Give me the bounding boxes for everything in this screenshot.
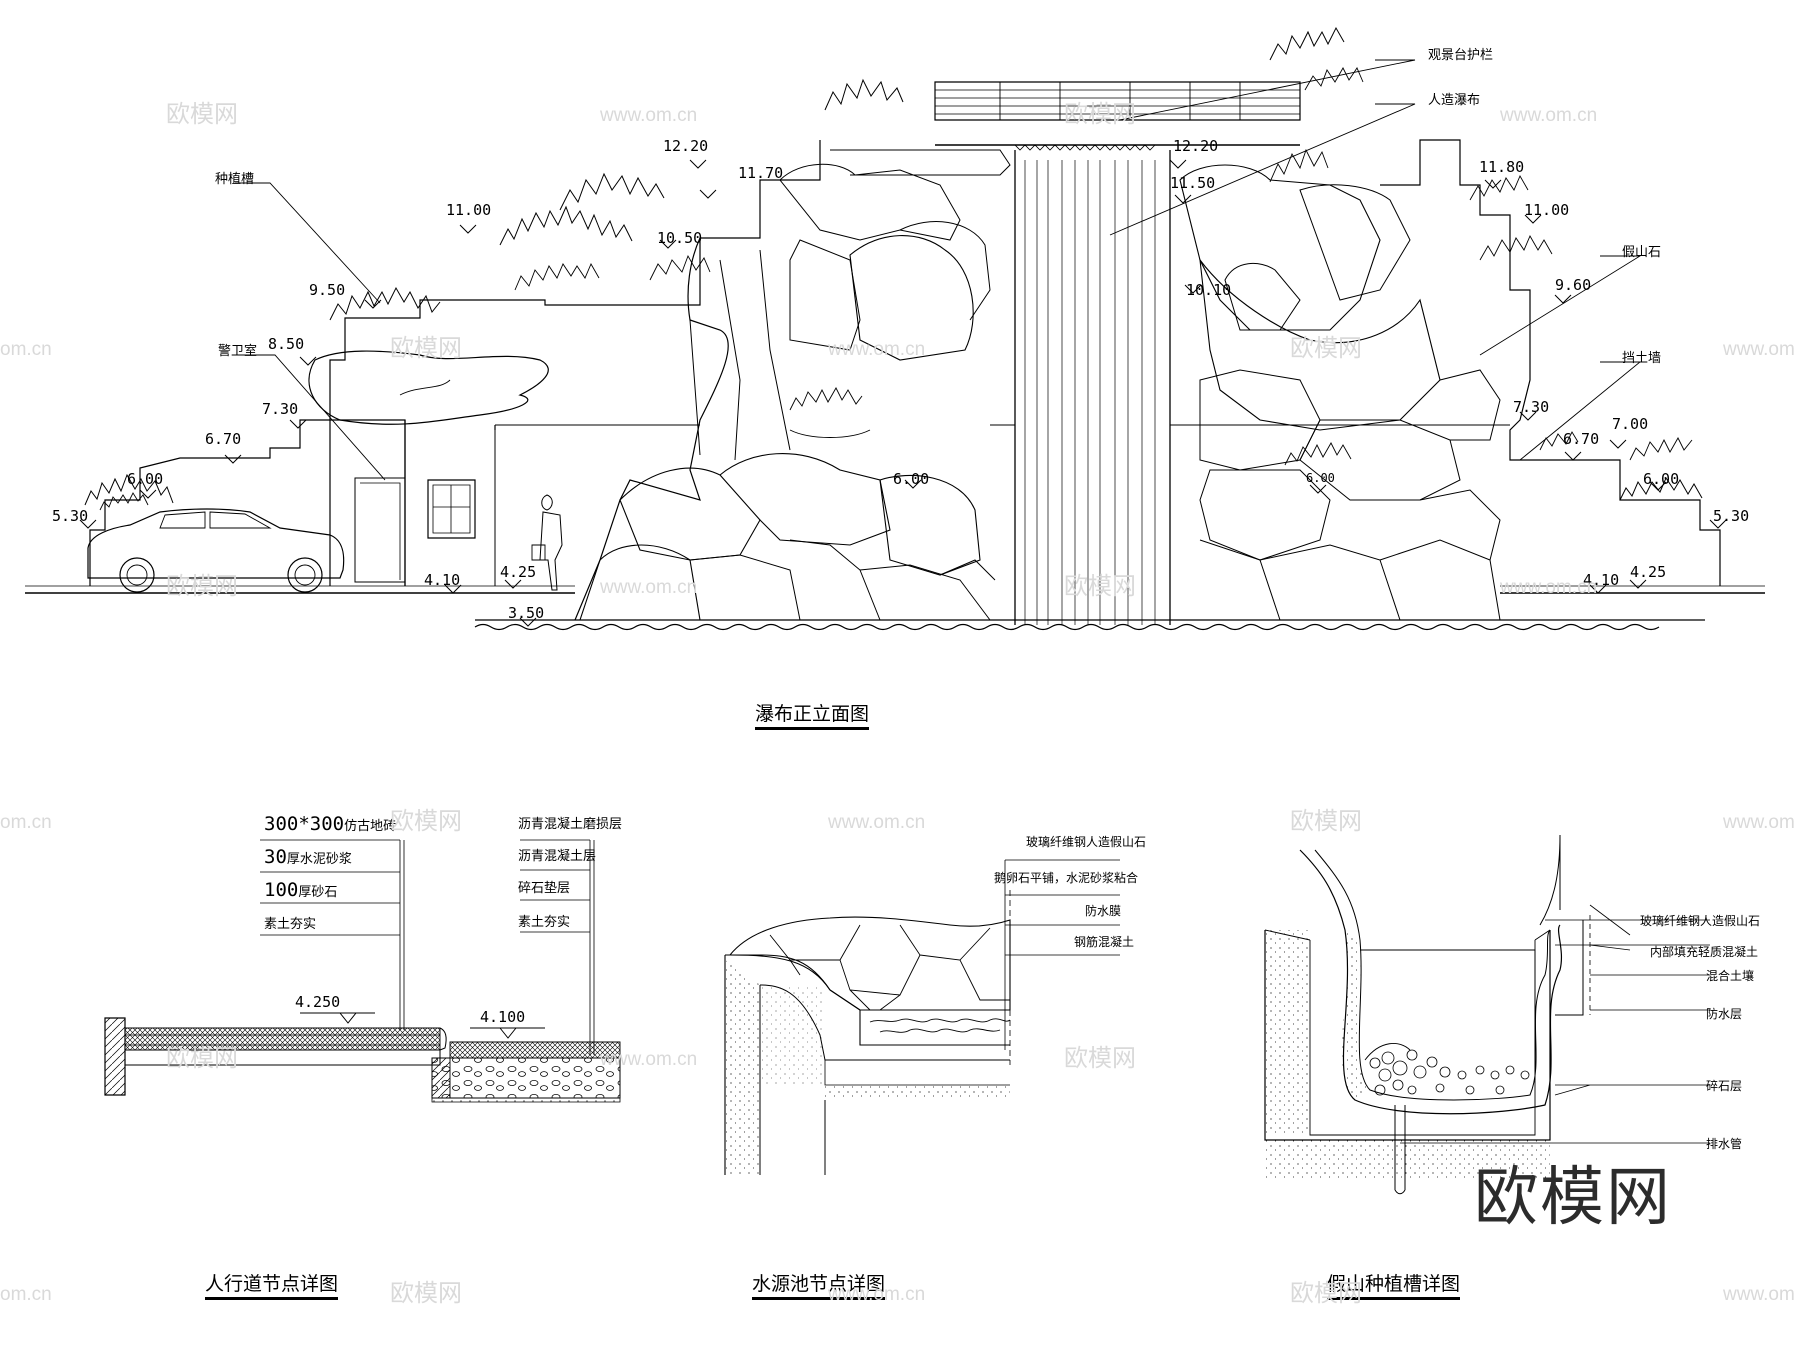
- planter-detail-drawing: [1264, 834, 1710, 1195]
- sidewalk-right-layer-2: 沥青混凝土层: [518, 849, 597, 864]
- pool-layer-3: 防水膜: [1085, 904, 1122, 918]
- sidewalk-detail-drawing: [104, 839, 621, 1103]
- watermark-brand: 欧模网: [1290, 335, 1362, 362]
- watermark-url: www.om.cn: [600, 577, 698, 598]
- level-6-00-rock: 6.00: [1306, 471, 1335, 485]
- pool-layer-1: 玻璃纤维钢人造假山石: [1026, 835, 1147, 849]
- sidewalk-layer-1-dim: 300*300: [264, 813, 345, 835]
- level-11-00-right: 11.00: [1524, 201, 1570, 219]
- sidewalk-level-right: 4.100: [480, 1008, 526, 1026]
- level-4-10-left: 4.10: [424, 571, 461, 589]
- level-7-00: 7.00: [1612, 415, 1649, 433]
- level-8-50: 8.50: [268, 335, 305, 353]
- watermark-brand: 欧模网: [1064, 1045, 1136, 1072]
- pool-layer-4: 钢筋混凝土: [1074, 935, 1135, 949]
- sidewalk-right-layer-3: 碎石垫层: [518, 881, 571, 896]
- level-4-10-right: 4.10: [1583, 571, 1620, 589]
- watermark-brand: 欧模网: [390, 808, 462, 835]
- sidewalk-right-layer-4: 素土夯实: [518, 915, 571, 930]
- watermark-brand: 欧模网: [390, 1280, 462, 1307]
- watermark-url: www.om.cn: [828, 812, 926, 833]
- planter-layer-1: 玻璃纤维钢人造假山石: [1640, 914, 1761, 928]
- planter-layer-6: 排水管: [1706, 1137, 1743, 1151]
- planter-layer-4: 防水层: [1706, 1007, 1743, 1021]
- level-7-30-right: 7.30: [1513, 398, 1550, 416]
- level-9-50: 9.50: [309, 281, 346, 299]
- watermark-brand: 欧模网: [1290, 1280, 1362, 1307]
- level-7-30-left: 7.30: [262, 400, 299, 418]
- watermark-brand: 欧模网: [166, 1045, 238, 1072]
- watermark-brand: 欧模网: [390, 335, 462, 362]
- watermark-url: www.om.cn: [828, 1284, 926, 1305]
- sidewalk-layer-2-text: 厚水泥砂浆: [286, 852, 352, 867]
- level-6-70-left: 6.70: [205, 430, 242, 448]
- watermark-url: www.om: [1723, 812, 1795, 833]
- watermark-url: www.om.cn: [1500, 105, 1598, 126]
- pool-layer-2: 鹅卵石平铺，水泥砂浆粘合: [994, 871, 1139, 885]
- callout-retaining-wall: 挡土墙: [1622, 351, 1662, 366]
- callout-planter: 种植槽: [215, 172, 255, 187]
- sidewalk-layer-2: 30厚水泥砂浆: [264, 848, 352, 867]
- sidewalk-layer-4: 素土夯实: [264, 917, 317, 932]
- elevation-drawing: [25, 26, 1765, 631]
- title-planter: 假山种植槽详图: [1327, 1275, 1461, 1300]
- watermark-brand: 欧模网: [1064, 101, 1136, 128]
- sidewalk-layer-3: 100厚砂石: [264, 881, 337, 900]
- watermark-url: www.om: [1723, 339, 1795, 360]
- planter-layer-3: 混合土壤: [1706, 969, 1755, 983]
- title-pool: 水源池节点详图: [752, 1275, 886, 1300]
- level-6-70-right: 6.70: [1563, 430, 1600, 448]
- level-5-30-right: 5.30: [1713, 507, 1750, 525]
- callout-waterfall: 人造瀑布: [1428, 93, 1481, 108]
- level-6-00-mid: 6.00: [893, 470, 930, 488]
- level-5-30-left: 5.30: [52, 507, 89, 525]
- sidewalk-layer-3-text: 厚砂石: [298, 885, 338, 900]
- watermark-brand: 欧模网: [166, 101, 238, 128]
- watermark-brand: 欧模网: [1064, 573, 1136, 600]
- sidewalk-layer-3-dim: 100: [264, 879, 299, 901]
- watermark-url: om.cn: [0, 812, 52, 833]
- watermark-url: www.om.cn: [600, 1049, 698, 1070]
- level-3-50: 3.50: [508, 604, 545, 622]
- callout-guardhouse: 警卫室: [218, 344, 258, 359]
- level-12-20-right: 12.20: [1173, 137, 1219, 155]
- level-10-10: 10.10: [1186, 281, 1232, 299]
- sidewalk-right-layer-1: 沥青混凝土磨损层: [518, 817, 623, 832]
- watermark-url: om.cn: [0, 1284, 52, 1305]
- level-6-00-right: 6.00: [1643, 470, 1680, 488]
- sidewalk-layer-2-dim: 30: [264, 846, 287, 868]
- sidewalk-level-left: 4.250: [295, 993, 341, 1011]
- pool-detail-drawing: [724, 859, 1120, 1175]
- watermark-url: www.om.cn: [828, 339, 926, 360]
- level-6-00-left: 6.00: [127, 470, 164, 488]
- level-12-20-left: 12.20: [663, 137, 709, 155]
- level-11-00-left: 11.00: [446, 201, 492, 219]
- watermark-brand: 欧模网: [1290, 808, 1362, 835]
- watermark-url: om.cn: [0, 339, 52, 360]
- level-11-70: 11.70: [738, 164, 784, 182]
- title-sidewalk: 人行道节点详图: [205, 1275, 339, 1300]
- callout-railing: 观景台护栏: [1428, 48, 1494, 63]
- level-4-25-right: 4.25: [1630, 563, 1667, 581]
- sidewalk-layer-1: 300*300仿古地砖: [264, 815, 396, 834]
- level-11-80: 11.80: [1479, 158, 1525, 176]
- callout-rockery: 假山石: [1622, 245, 1662, 260]
- watermark-url: www.om.cn: [600, 105, 698, 126]
- watermark-url: www.om.cn: [1500, 577, 1598, 598]
- planter-layer-5: 碎石层: [1706, 1079, 1743, 1093]
- planter-layer-2: 内部填充轻质混凝土: [1650, 945, 1759, 959]
- title-elevation: 瀑布正立面图: [755, 705, 870, 730]
- level-11-50: 11.50: [1170, 174, 1216, 192]
- sidewalk-layer-1-text: 仿古地砖: [344, 819, 397, 834]
- level-4-25-left: 4.25: [500, 563, 537, 581]
- watermark-logo: 欧模网: [1474, 1161, 1672, 1233]
- level-9-60: 9.60: [1555, 276, 1592, 294]
- watermark-brand: 欧模网: [166, 573, 238, 600]
- watermark-url: www.om: [1723, 1284, 1795, 1305]
- level-10-50: 10.50: [657, 229, 703, 247]
